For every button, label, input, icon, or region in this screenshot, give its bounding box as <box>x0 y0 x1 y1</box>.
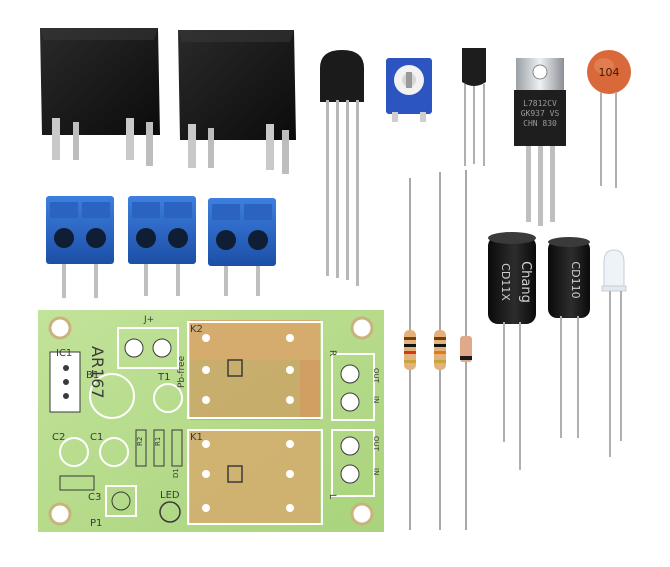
resistor-1 <box>404 178 416 530</box>
pcb-r1-label: R1 <box>154 437 162 446</box>
relay-left <box>40 28 160 166</box>
pcb-c1-label: C1 <box>90 432 103 443</box>
pcb-b1-label: B1 <box>86 370 99 381</box>
pcb-k1-label: K1 <box>190 432 203 443</box>
regulator-marking-line-1: L7812CV <box>523 99 557 108</box>
electrolytic-capacitor-right: CD110 <box>548 237 590 438</box>
bridge-rectifier <box>320 50 364 286</box>
pcb-c3-label: C3 <box>88 492 101 503</box>
electrolytic-right-marking: CD110 <box>569 261 582 298</box>
regulator-marking-line-3: CHN 830 <box>523 119 557 128</box>
pcb-r2-label: R2 <box>136 437 144 446</box>
electrolytic-left-series: CD11X <box>499 263 512 301</box>
ceramic-capacitor: 104 <box>587 50 631 188</box>
terminal-block-3 <box>208 198 276 296</box>
relay-right <box>178 30 296 174</box>
pcb-out-bottom-label: OUT <box>372 436 380 452</box>
terminal-block-1 <box>46 196 114 298</box>
terminal-block-2 <box>128 196 196 296</box>
pcb-jp-label: J+ <box>143 315 154 325</box>
pcb-out-top-label: OUT <box>372 368 380 384</box>
pcb-r-label: R <box>327 350 337 356</box>
diode <box>460 170 472 530</box>
electrolytic-capacitor-left: Chang CD11X <box>488 232 536 470</box>
pcb-k2-label: K2 <box>190 324 203 335</box>
pcb-led-label: LED <box>160 490 180 501</box>
regulator-marking-line-2: GK937 VS <box>521 109 560 118</box>
led <box>601 249 627 457</box>
voltage-regulator: L7812CV GK937 VS CHN 830 <box>514 58 566 226</box>
electrolytic-left-marking: Chang <box>518 261 533 303</box>
pcb-p1-label: P1 <box>90 518 102 529</box>
transistor-to92 <box>462 48 486 166</box>
pcb-c2-label: C2 <box>52 432 65 443</box>
pcb-pbfree-label: Pb-free <box>177 355 187 388</box>
pcb-l-label: L <box>327 494 337 499</box>
trimmer-potentiometer <box>386 58 432 122</box>
pcb-t1-label: T1 <box>157 372 170 383</box>
pcb-in-bottom-label: IN <box>372 468 380 475</box>
pcb-in-top-label: IN <box>372 396 380 403</box>
pcb-board-label: AR167 <box>88 346 107 399</box>
pcb-d1-label: D1 <box>172 468 180 478</box>
pcb-ic1-label: IC1 <box>56 348 72 359</box>
resistor-2 <box>434 172 446 530</box>
ceramic-cap-marking: 104 <box>599 66 620 79</box>
pcb-board: AR167 IC1 B1 T1 Pb-free J+ K2 K1 C2 C1 C… <box>38 310 384 532</box>
